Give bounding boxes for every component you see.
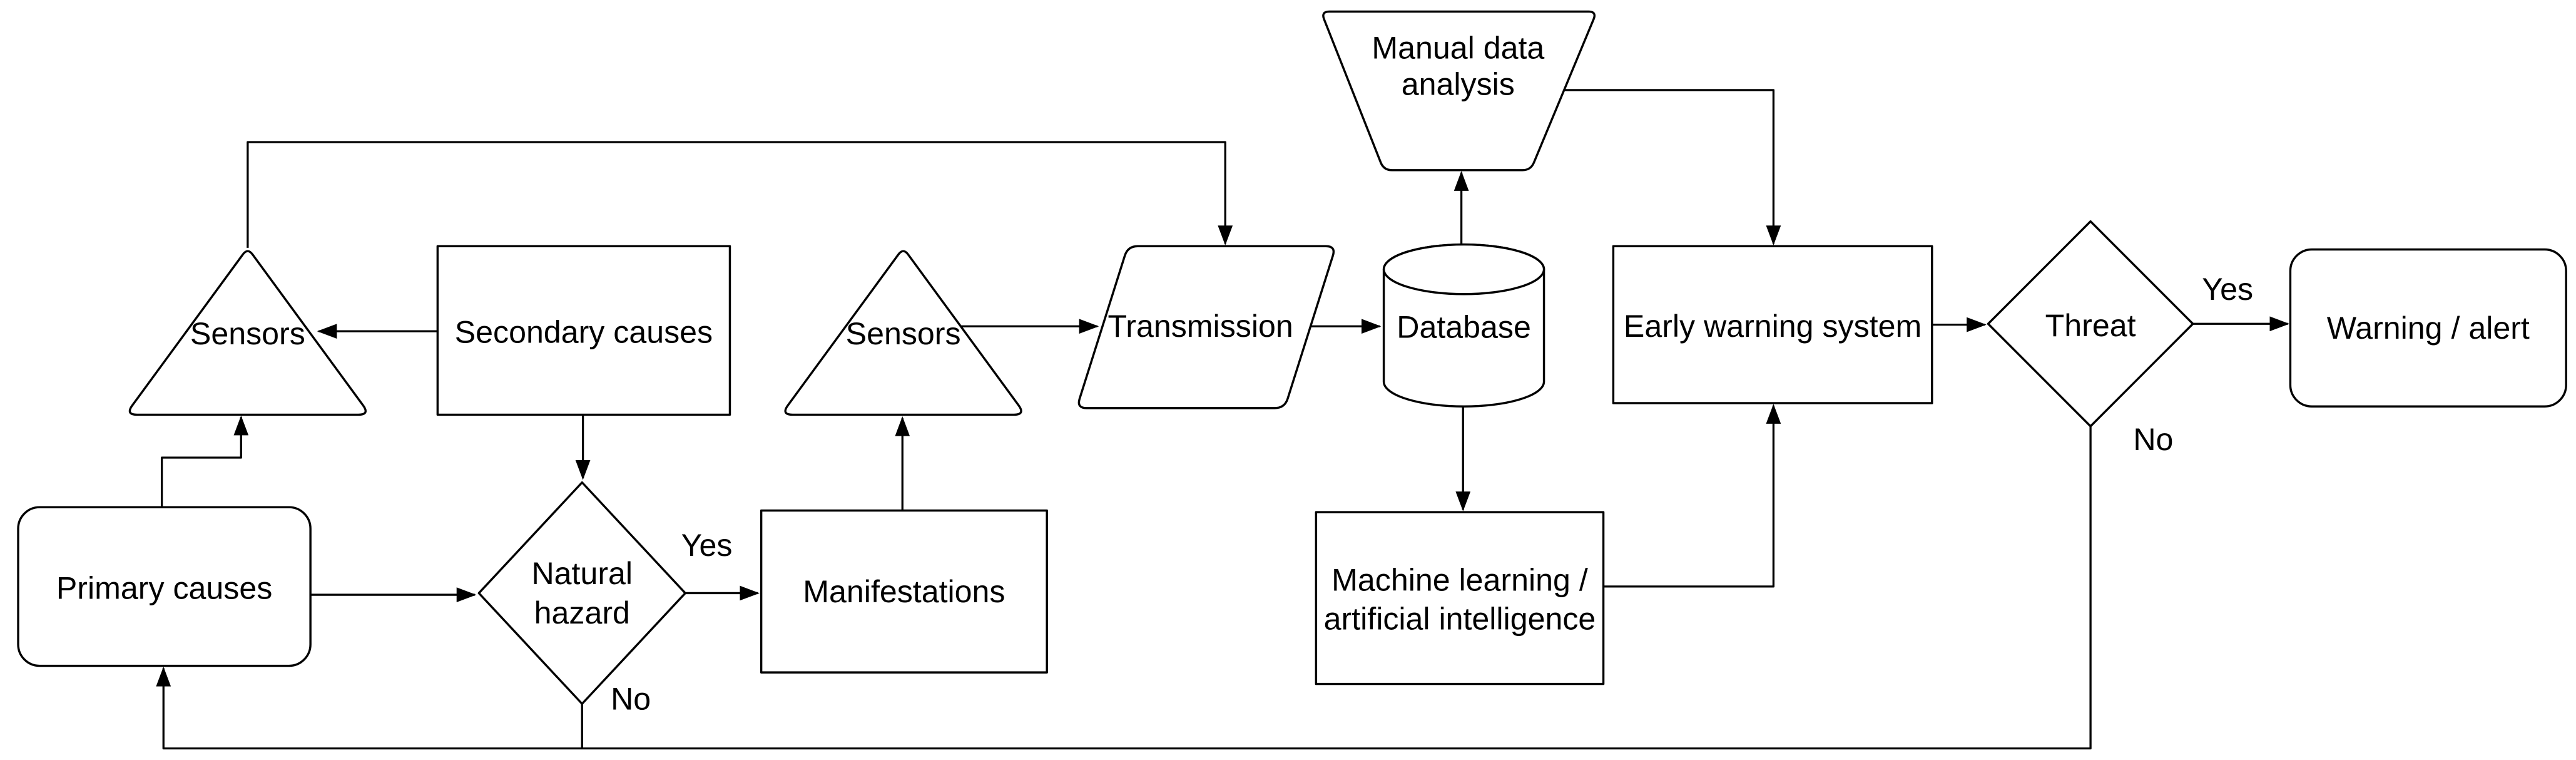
node-label-line1: Machine learning / [1331,562,1588,597]
node-early-warning-system: Early warning system [1612,245,1933,404]
node-label: Manifestations [803,574,1005,609]
node-label-line1: Natural [531,556,633,591]
edge-label-natural-hazard-no: No [611,681,651,716]
node-primary-causes: Primary causes [17,506,312,667]
inverted-trapezoid-shape [1322,10,1596,172]
node-label: Warning / alert [2327,311,2530,346]
edge-primary-causes-to-sensors-1 [160,415,249,508]
node-label: Database [1397,310,1531,345]
diamond-shape [1987,220,2194,428]
node-label-line2: hazard [534,595,630,630]
parallelogram-shape [1077,245,1335,409]
rectangle-shape [1612,245,1933,404]
node-label: Secondary causes [455,314,713,349]
node-layer: Sensors Secondary causes Sensors Transmi… [17,10,2567,705]
node-threat: Threat [1987,220,2194,428]
rectangle-shape [760,509,1048,674]
rounded-rectangle-shape [2289,248,2567,408]
edge-label-threat-no: No [2133,422,2173,457]
node-label-line1: Manual data [1372,31,1544,66]
node-database: Database [1382,243,1545,408]
edge-label-natural-hazard-yes: Yes [681,528,733,563]
node-transmission: Transmission [1077,245,1335,409]
node-manual-data-analysis: Manual data analysis [1322,10,1596,172]
rectangle-shape [1315,511,1605,686]
edge-manual-data-analysis-to-early-warning-system [1564,89,1781,245]
rounded-rectangle-shape [17,506,312,667]
node-label: Early warning system [1624,309,1922,344]
node-label: Threat [2045,308,2136,343]
node-label-line2: analysis [1402,67,1515,102]
edge-label-layer: Yes No Yes No [611,272,2253,716]
triangle-shape [784,250,1022,416]
diamond-shape [477,481,686,705]
edge-label-threat-yes: Yes [2202,272,2253,307]
node-sensors-1: Sensors [128,250,367,416]
node-warning-alert: Warning / alert [2289,248,2567,408]
node-label: Sensors [846,316,961,351]
node-label-line2: artificial intelligence [1324,601,1596,636]
node-label: Primary causes [56,571,272,606]
node-sensors-2: Sensors [784,250,1022,416]
node-natural-hazard: Natural hazard [477,481,686,705]
node-manifestations: Manifestations [760,509,1048,674]
node-machine-learning: Machine learning / artificial intelligen… [1315,511,1605,686]
edge-machine-learning-to-early-warning-system [1603,404,1781,588]
cylinder-top-icon [1382,243,1545,295]
triangle-shape [128,250,367,416]
rectangle-shape [436,245,731,416]
edge-threat-no-to-primary-causes [156,426,2092,750]
edge-layer [156,89,2290,750]
node-label: Sensors [190,316,305,351]
edge-sensors-1-to-transmission-feedback [247,141,1233,248]
node-label: Transmission [1108,309,1293,344]
node-secondary-causes: Secondary causes [436,245,731,416]
